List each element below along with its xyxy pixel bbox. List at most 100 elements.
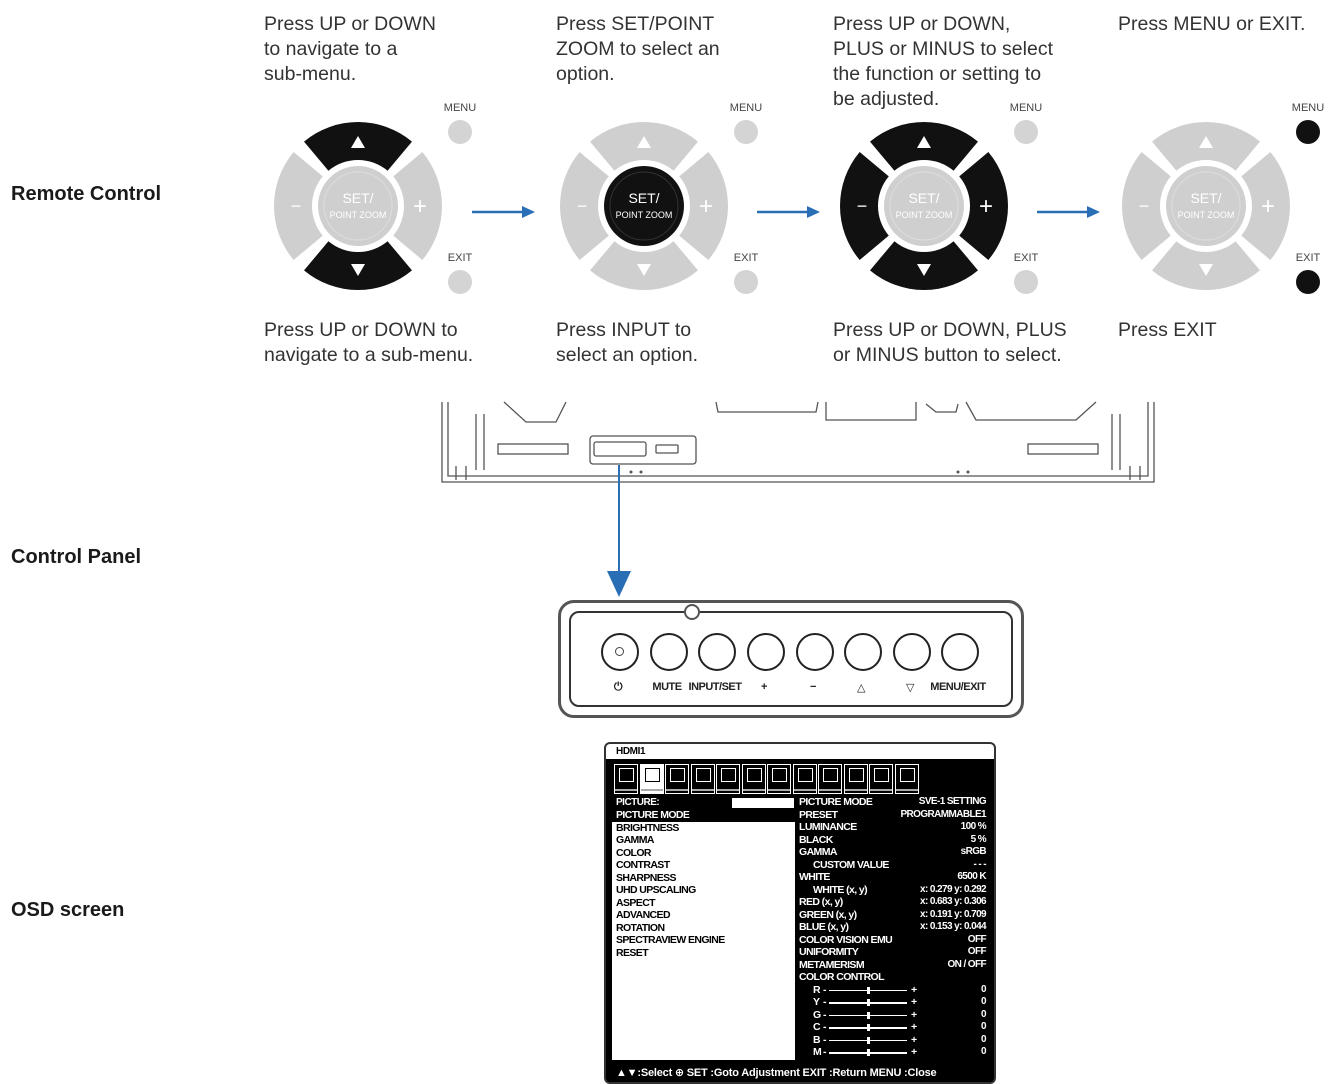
up-button[interactable] (844, 633, 882, 671)
down-button[interactable] (893, 633, 931, 671)
slider-handle[interactable] (867, 1024, 870, 1031)
minus-icon: - (823, 1008, 826, 1021)
point-zoom-label: POINT ZOOM (330, 210, 387, 220)
triangle-up-icon (637, 136, 651, 148)
osd-setting-label: GREEN (x, y) (799, 908, 857, 921)
set-label: SET/ (908, 190, 939, 206)
row-label-remote: Remote Control (11, 183, 161, 205)
remote-minus-button[interactable] (840, 152, 889, 260)
exit-label: EXIT (1296, 252, 1321, 264)
slider-handle[interactable] (867, 999, 870, 1006)
osd-tab-multi-display-icon[interactable] (767, 764, 791, 794)
input-set-button[interactable] (698, 633, 736, 671)
osd-tab-input-icon[interactable] (614, 764, 638, 794)
power-button[interactable] (601, 633, 639, 671)
slider-handle[interactable] (867, 1011, 870, 1019)
remote-menu-button[interactable] (1014, 120, 1038, 144)
osd-tab-protect-icon[interactable] (792, 764, 817, 794)
plus-icon: + (911, 996, 917, 1008)
osd-setting-value[interactable]: ON / OFF (947, 958, 986, 970)
osd-tab-osd-icon[interactable] (741, 764, 766, 794)
arrow-right-icon (757, 206, 820, 218)
slider-handle[interactable] (867, 986, 870, 994)
remote-plus-button[interactable] (679, 152, 728, 260)
remote-set-button[interactable] (884, 166, 964, 246)
remote-minus-button[interactable] (560, 152, 609, 260)
remote-minus-button[interactable] (1122, 152, 1171, 260)
osd-tab-schedule-icon[interactable] (690, 764, 715, 794)
point-zoom-label: POINT ZOOM (1178, 210, 1235, 220)
osd-tab-audio-icon[interactable] (665, 764, 689, 794)
plus-icon: + (1261, 193, 1275, 220)
remote-set-button[interactable] (604, 166, 684, 246)
osd-menu-item[interactable]: SPECTRAVIEW ENGINE (616, 934, 725, 946)
osd-setting-label: BLACK (799, 833, 833, 846)
osd-menu-header: PICTURE: (616, 797, 660, 808)
remote-menu-button[interactable] (734, 120, 758, 144)
color-channel-label: B (813, 1033, 821, 1046)
osd-setting-value[interactable]: 5 % (970, 833, 987, 845)
osd-menu-item[interactable]: ROTATION (616, 921, 665, 934)
osd-menu-item[interactable]: COLOR (616, 846, 652, 859)
step3-remote-text: Press UP or DOWN, PLUS or MINUS to selec… (833, 13, 1053, 110)
osd-tab-multi-input-icon[interactable] (716, 764, 740, 794)
osd-setting-value[interactable]: sRGB (960, 846, 987, 857)
osd-setting-value[interactable]: PROGRAMMABLE1 (900, 808, 986, 820)
osd-setting-value[interactable]: x: 0.153 y: 0.044 (920, 921, 987, 932)
remote-exit-button[interactable] (1296, 270, 1320, 294)
slider-handle[interactable] (867, 1036, 870, 1044)
remote-plus-button[interactable] (393, 152, 442, 260)
osd-setting-label: LUMINANCE (799, 821, 857, 833)
osd-menu-item[interactable]: UHD UPSCALING (616, 884, 696, 896)
osd-setting-value[interactable]: SVE-1 SETTING (918, 796, 987, 807)
menu-label: MENU (444, 102, 476, 114)
triangle-down-icon (351, 264, 365, 276)
osd-footer-hints: ▲▼:Select ⊕ SET :Goto Adjustment EXIT :R… (606, 1064, 994, 1082)
osd-menu-item[interactable]: ADVANCED (616, 909, 671, 921)
remote-menu-button[interactable] (448, 120, 472, 144)
remote-plus-button[interactable] (1241, 152, 1290, 260)
control-panel-label: △ (857, 682, 865, 694)
osd-setting-value[interactable]: x: 0.279 y: 0.292 (920, 883, 987, 895)
plus-button[interactable] (747, 633, 785, 671)
remote-menu-button[interactable] (1296, 120, 1320, 144)
osd-input-title: HDMI1 (606, 744, 994, 759)
osd-setting-value[interactable]: OFF (967, 933, 987, 945)
osd-tab-system-icon[interactable] (869, 764, 893, 794)
minus-icon: − (577, 196, 588, 216)
set-label: SET/ (628, 190, 659, 206)
osd-menu-item[interactable]: BRIGHTNESS (616, 821, 679, 834)
osd-menu-item[interactable]: GAMMA (616, 834, 654, 846)
osd-tab-control-icon[interactable] (818, 764, 842, 794)
osd-tab-favorite-icon[interactable] (894, 764, 919, 794)
osd-setting-value[interactable]: - - - (973, 858, 986, 870)
osd-tab-option-icon[interactable] (843, 764, 868, 794)
remote-exit-button[interactable] (448, 270, 472, 294)
osd-setting-value[interactable]: x: 0.191 y: 0.709 (920, 908, 987, 920)
minus-icon: - (823, 1021, 826, 1033)
menu-label: MENU (730, 102, 762, 114)
minus-icon: − (291, 196, 302, 216)
minus-button[interactable] (796, 633, 834, 671)
osd-tab-picture-icon[interactable] (639, 764, 664, 794)
remote-set-button[interactable] (318, 166, 398, 246)
remote-exit-button[interactable] (1014, 270, 1038, 294)
arrow-right-icon (472, 206, 535, 218)
osd-menu-item[interactable]: RESET (616, 946, 649, 959)
remote-set-button[interactable] (1166, 166, 1246, 246)
osd-setting-value[interactable]: OFF (967, 946, 987, 957)
osd-setting-value[interactable]: x: 0.683 y: 0.306 (920, 896, 987, 907)
osd-setting-value[interactable]: 6500 K (957, 871, 986, 882)
remote-plus-button[interactable] (959, 152, 1008, 260)
osd-menu-item[interactable]: ASPECT (616, 896, 656, 909)
remote-exit-button[interactable] (734, 270, 758, 294)
osd-setting-value[interactable]: 100 % (960, 821, 987, 832)
osd-menu-item[interactable]: PICTURE MODE (612, 809, 795, 822)
mute-button[interactable] (650, 633, 688, 671)
remote-minus-button[interactable] (274, 152, 323, 260)
triangle-up-icon (351, 136, 365, 148)
menu-exit-button[interactable] (941, 633, 979, 671)
slider-handle[interactable] (867, 1049, 870, 1056)
osd-menu-item[interactable]: CONTRAST (616, 859, 670, 871)
osd-menu-item[interactable]: SHARPNESS (616, 871, 677, 884)
